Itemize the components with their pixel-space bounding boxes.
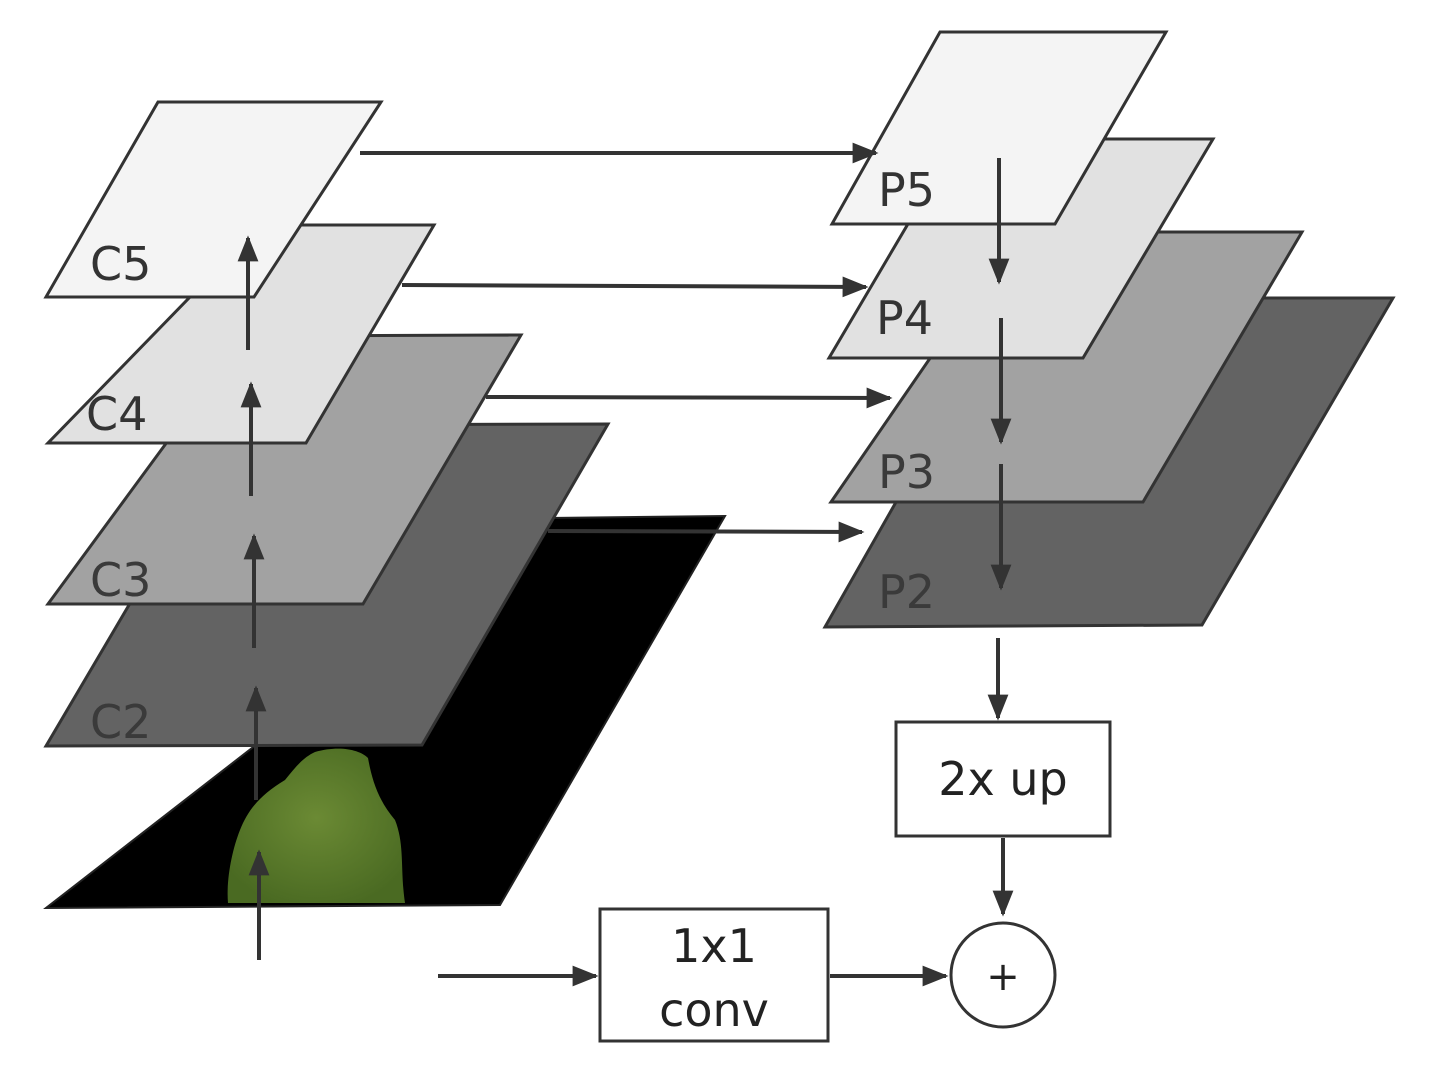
label-c3: C3	[90, 553, 151, 607]
label-c4: C4	[86, 387, 147, 441]
layer-c3	[45, 333, 524, 606]
layer-p3	[828, 230, 1305, 504]
label-p4: P4	[876, 291, 933, 345]
upsample-box	[894, 720, 1112, 838]
arrow-c4-to-p4	[401, 276, 869, 298]
label-p5: P5	[878, 163, 935, 217]
leaf-image	[227, 748, 405, 903]
conv-box	[598, 907, 830, 1043]
label-p2: P2	[878, 565, 935, 619]
add-circle	[949, 921, 1057, 1029]
merge-detail: 2x up 1x1 conv +	[438, 720, 1112, 1043]
lateral-arrows	[360, 142, 893, 543]
layer-c5	[43, 100, 384, 299]
layer-p4	[826, 137, 1216, 360]
label-p3: P3	[878, 445, 935, 499]
pyramid-stack: P2 P3 P4 P5	[822, 30, 1396, 629]
upsample-label: 2x up	[938, 752, 1067, 806]
bottom-up-arrows	[237, 235, 270, 960]
backbone-stack: C2 C3 C4 C5	[43, 100, 611, 749]
add-label: +	[986, 954, 1020, 1000]
layer-c4	[44, 223, 437, 445]
label-c5: C5	[90, 237, 151, 291]
arrow-c3-to-p3	[485, 387, 893, 409]
top-down-arrows	[987, 158, 1012, 721]
arrow-c2-to-p2	[547, 521, 865, 543]
label-c2: C2	[90, 695, 151, 749]
conv-label-line2: conv	[659, 983, 769, 1037]
conv-label-line1: 1x1	[671, 919, 757, 973]
